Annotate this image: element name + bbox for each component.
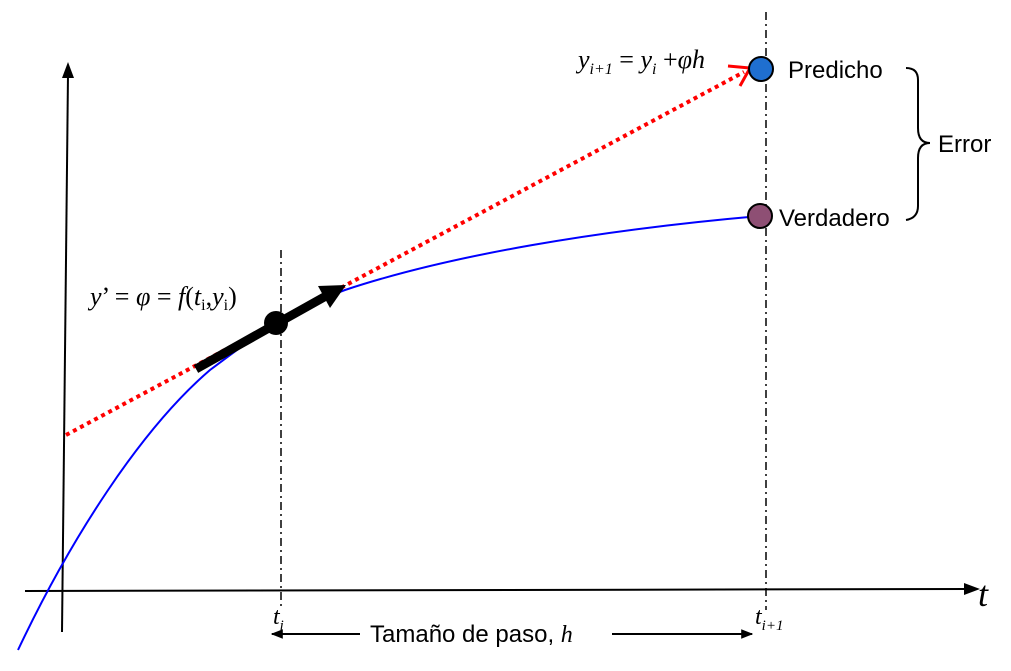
true-label: Verdadero	[779, 205, 890, 232]
step-size-label: Tamaño de paso, h	[370, 621, 573, 648]
y-axis	[61, 73, 69, 633]
current-point	[264, 311, 288, 335]
error-brace	[905, 67, 931, 221]
predicted-label: Predicho	[788, 57, 883, 84]
update-equation: yi+1 = yi +φh	[575, 45, 705, 78]
slope-equation: y’ = φ = f(ti,yi)	[87, 282, 237, 314]
t-axis-arrowhead	[964, 583, 980, 595]
slope-arrowhead	[318, 285, 346, 308]
predicted-point	[748, 56, 774, 82]
ti1-label: ti+1	[755, 604, 783, 634]
t-axis	[24, 588, 969, 592]
t-axis-label: t	[978, 574, 989, 614]
euler-tangent-line	[65, 70, 745, 437]
true-point	[747, 203, 773, 229]
ti-label: ti	[273, 604, 284, 634]
slope-arrow-tail	[193, 320, 279, 373]
error-label: Error	[938, 131, 991, 158]
y-axis-arrowhead	[62, 62, 74, 78]
